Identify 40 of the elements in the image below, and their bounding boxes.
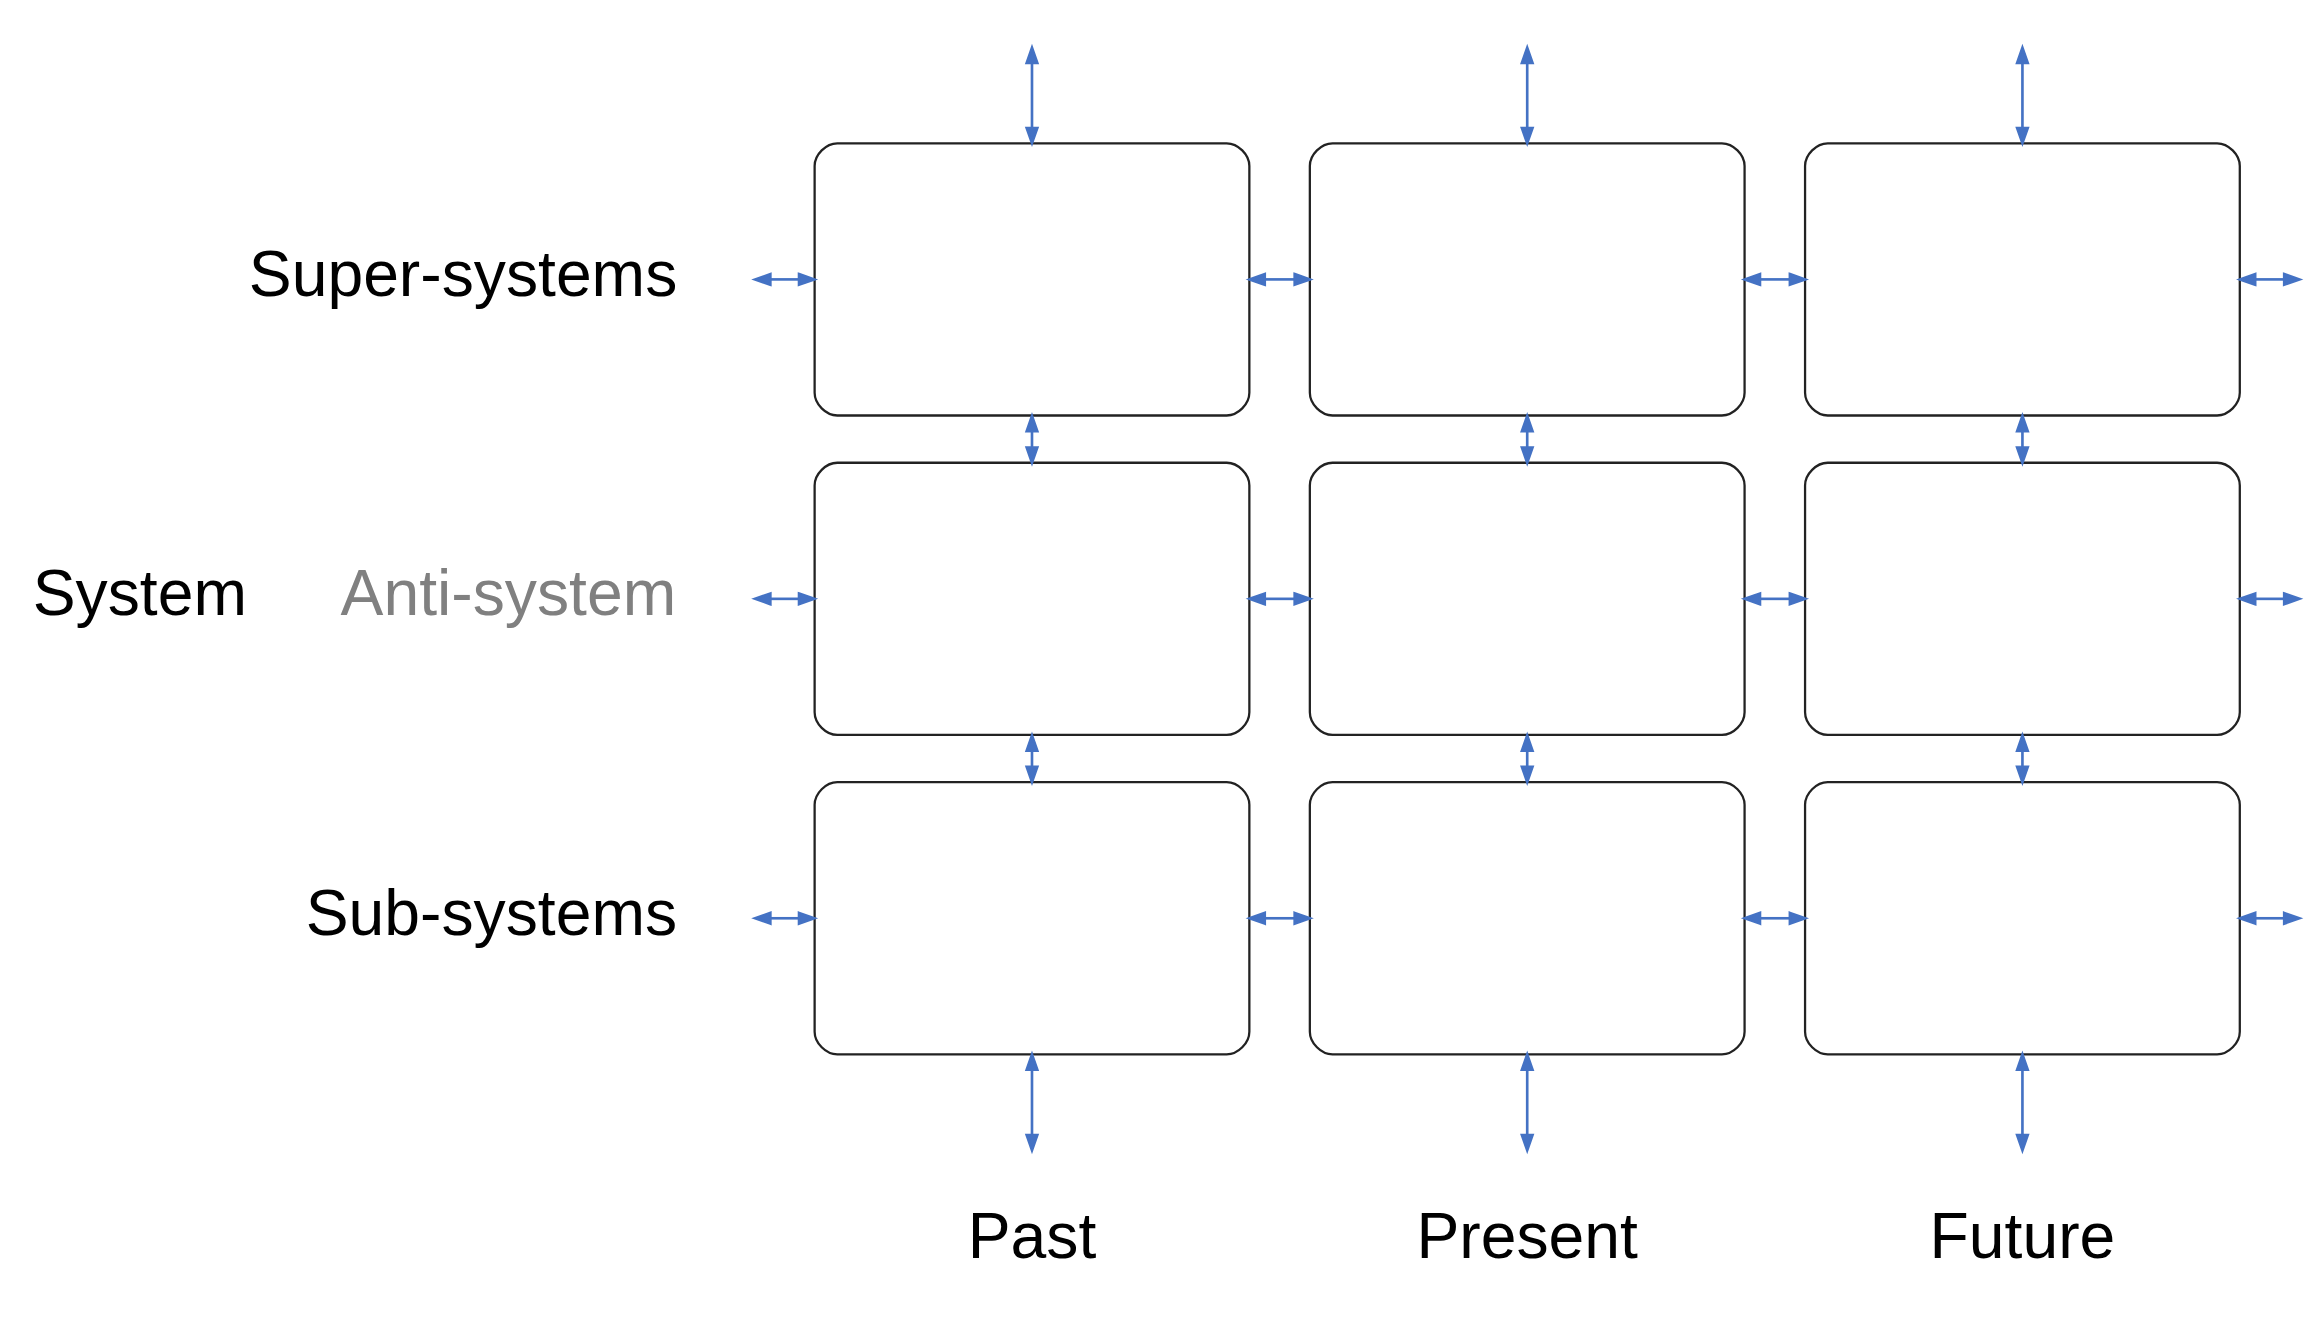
arrow [751, 591, 819, 606]
label: Present [1416, 1199, 1638, 1272]
arrow [2236, 271, 2304, 287]
arrow [751, 271, 819, 287]
label: Future [1929, 1199, 2116, 1272]
label: System [32, 556, 247, 629]
arrow [1740, 271, 1810, 287]
arrow [1245, 910, 1314, 925]
arrow [2236, 591, 2304, 606]
node-box [813, 461, 1251, 736]
arrow [1245, 271, 1314, 287]
arrow [1740, 591, 1810, 606]
arrow [2015, 1050, 2030, 1154]
label: Sub-systems [305, 876, 678, 949]
arrow [1520, 1050, 1535, 1154]
node-box [813, 780, 1251, 1055]
arrow [1740, 910, 1810, 925]
arrow [2015, 731, 2030, 786]
node-box [1803, 141, 2241, 417]
arrow [1024, 731, 1040, 786]
arrow [1024, 1050, 1040, 1154]
arrow [1520, 43, 1535, 147]
node-box [1308, 780, 1746, 1055]
arrow [1245, 591, 1314, 606]
node-box [813, 141, 1251, 417]
label: Super-systems [248, 237, 678, 310]
arrow [2015, 43, 2030, 147]
node-box [1308, 141, 1746, 417]
arrow [1024, 43, 1040, 147]
node-box [1803, 780, 2241, 1055]
arrow [1520, 731, 1535, 786]
label: Anti-system [340, 556, 677, 629]
arrow [751, 910, 819, 925]
node-box [1803, 461, 2241, 736]
arrow [1520, 411, 1535, 467]
node-box [1308, 461, 1746, 736]
arrow [1024, 411, 1040, 467]
arrow [2236, 910, 2304, 925]
label: Past [967, 1199, 1097, 1272]
arrow [2015, 411, 2030, 467]
